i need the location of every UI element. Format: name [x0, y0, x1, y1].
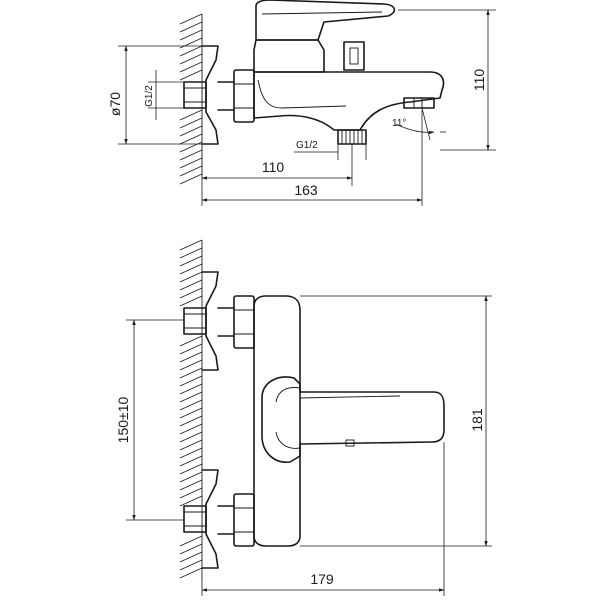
- hatch-line: [179, 247, 203, 259]
- dim-height-front-label: 181: [469, 408, 485, 432]
- dimensions-front: [126, 295, 492, 596]
- hatch-line: [179, 471, 203, 483]
- hatch-line: [179, 125, 203, 137]
- hatch-line: [179, 61, 203, 73]
- dim-163-label: 163: [294, 182, 318, 198]
- hatch-line: [179, 375, 203, 387]
- hatch-line: [179, 359, 203, 371]
- hatch-line: [179, 383, 203, 395]
- hatch-line: [179, 423, 203, 435]
- hatch-line: [179, 447, 203, 459]
- hatch-line: [179, 69, 203, 81]
- hatch-line: [179, 37, 203, 49]
- hatch-line: [179, 271, 203, 283]
- dim-height-side-label: 110: [471, 69, 487, 92]
- hatch-line: [179, 157, 203, 169]
- hatch-line: [179, 149, 203, 161]
- hatch-line: [179, 487, 203, 499]
- mixer-body-front: [253, 295, 445, 547]
- hatch-line: [179, 391, 203, 403]
- dimensions-side: [118, 9, 496, 206]
- hatch-line: [179, 543, 203, 555]
- hatch-line: [179, 495, 203, 507]
- hatch-line: [179, 287, 203, 299]
- hatch-line: [179, 463, 203, 475]
- hatch-line: [179, 551, 203, 563]
- hatch-line: [179, 431, 203, 443]
- dim-g12-left-label: G1/2: [144, 85, 155, 107]
- hatch-line: [179, 535, 203, 547]
- hatch-line: [179, 479, 203, 491]
- hatch-line: [179, 13, 203, 25]
- hatch-line: [179, 335, 203, 347]
- hatch-line: [179, 407, 203, 419]
- hatch-line: [179, 21, 203, 33]
- hatch-line: [179, 279, 203, 291]
- hatch-line: [179, 165, 203, 177]
- dim-110-label: 110: [262, 159, 285, 175]
- wall-hatch-front: [179, 239, 203, 580]
- hatch-line: [179, 567, 203, 579]
- dim-spacing-label: 150±10: [115, 396, 131, 443]
- hatch-line: [179, 367, 203, 379]
- hatch-line: [179, 263, 203, 275]
- dim-g12-bottom-label: G1/2: [296, 140, 318, 151]
- hatch-line: [179, 239, 203, 251]
- lower-connector: [183, 469, 255, 569]
- hatch-line: [179, 351, 203, 363]
- hatch-line: [179, 53, 203, 65]
- hatch-line: [179, 439, 203, 451]
- hatch-line: [179, 109, 203, 121]
- hatch-line: [179, 141, 203, 153]
- dim-diameter-label: ø70: [107, 92, 123, 116]
- mixer-body-side: [253, 0, 445, 145]
- front-view: 150±10 181 179: [115, 239, 492, 596]
- hatch-line: [179, 295, 203, 307]
- hatch-line: [179, 455, 203, 467]
- hatch-line: [179, 45, 203, 57]
- hatch-line: [179, 29, 203, 41]
- hatch-line: [179, 559, 203, 571]
- side-view: ø70 G1/2 110 11° G1/2 110 163: [107, 0, 496, 206]
- hatch-line: [179, 399, 203, 411]
- hatch-line: [179, 117, 203, 129]
- hatch-line: [179, 255, 203, 267]
- dim-angle-label: 11°: [392, 118, 406, 129]
- hatch-line: [179, 415, 203, 427]
- hatch-line: [179, 173, 203, 185]
- hatch-line: [179, 133, 203, 145]
- dim-width-label: 179: [310, 571, 334, 587]
- hatch-line: [179, 343, 203, 355]
